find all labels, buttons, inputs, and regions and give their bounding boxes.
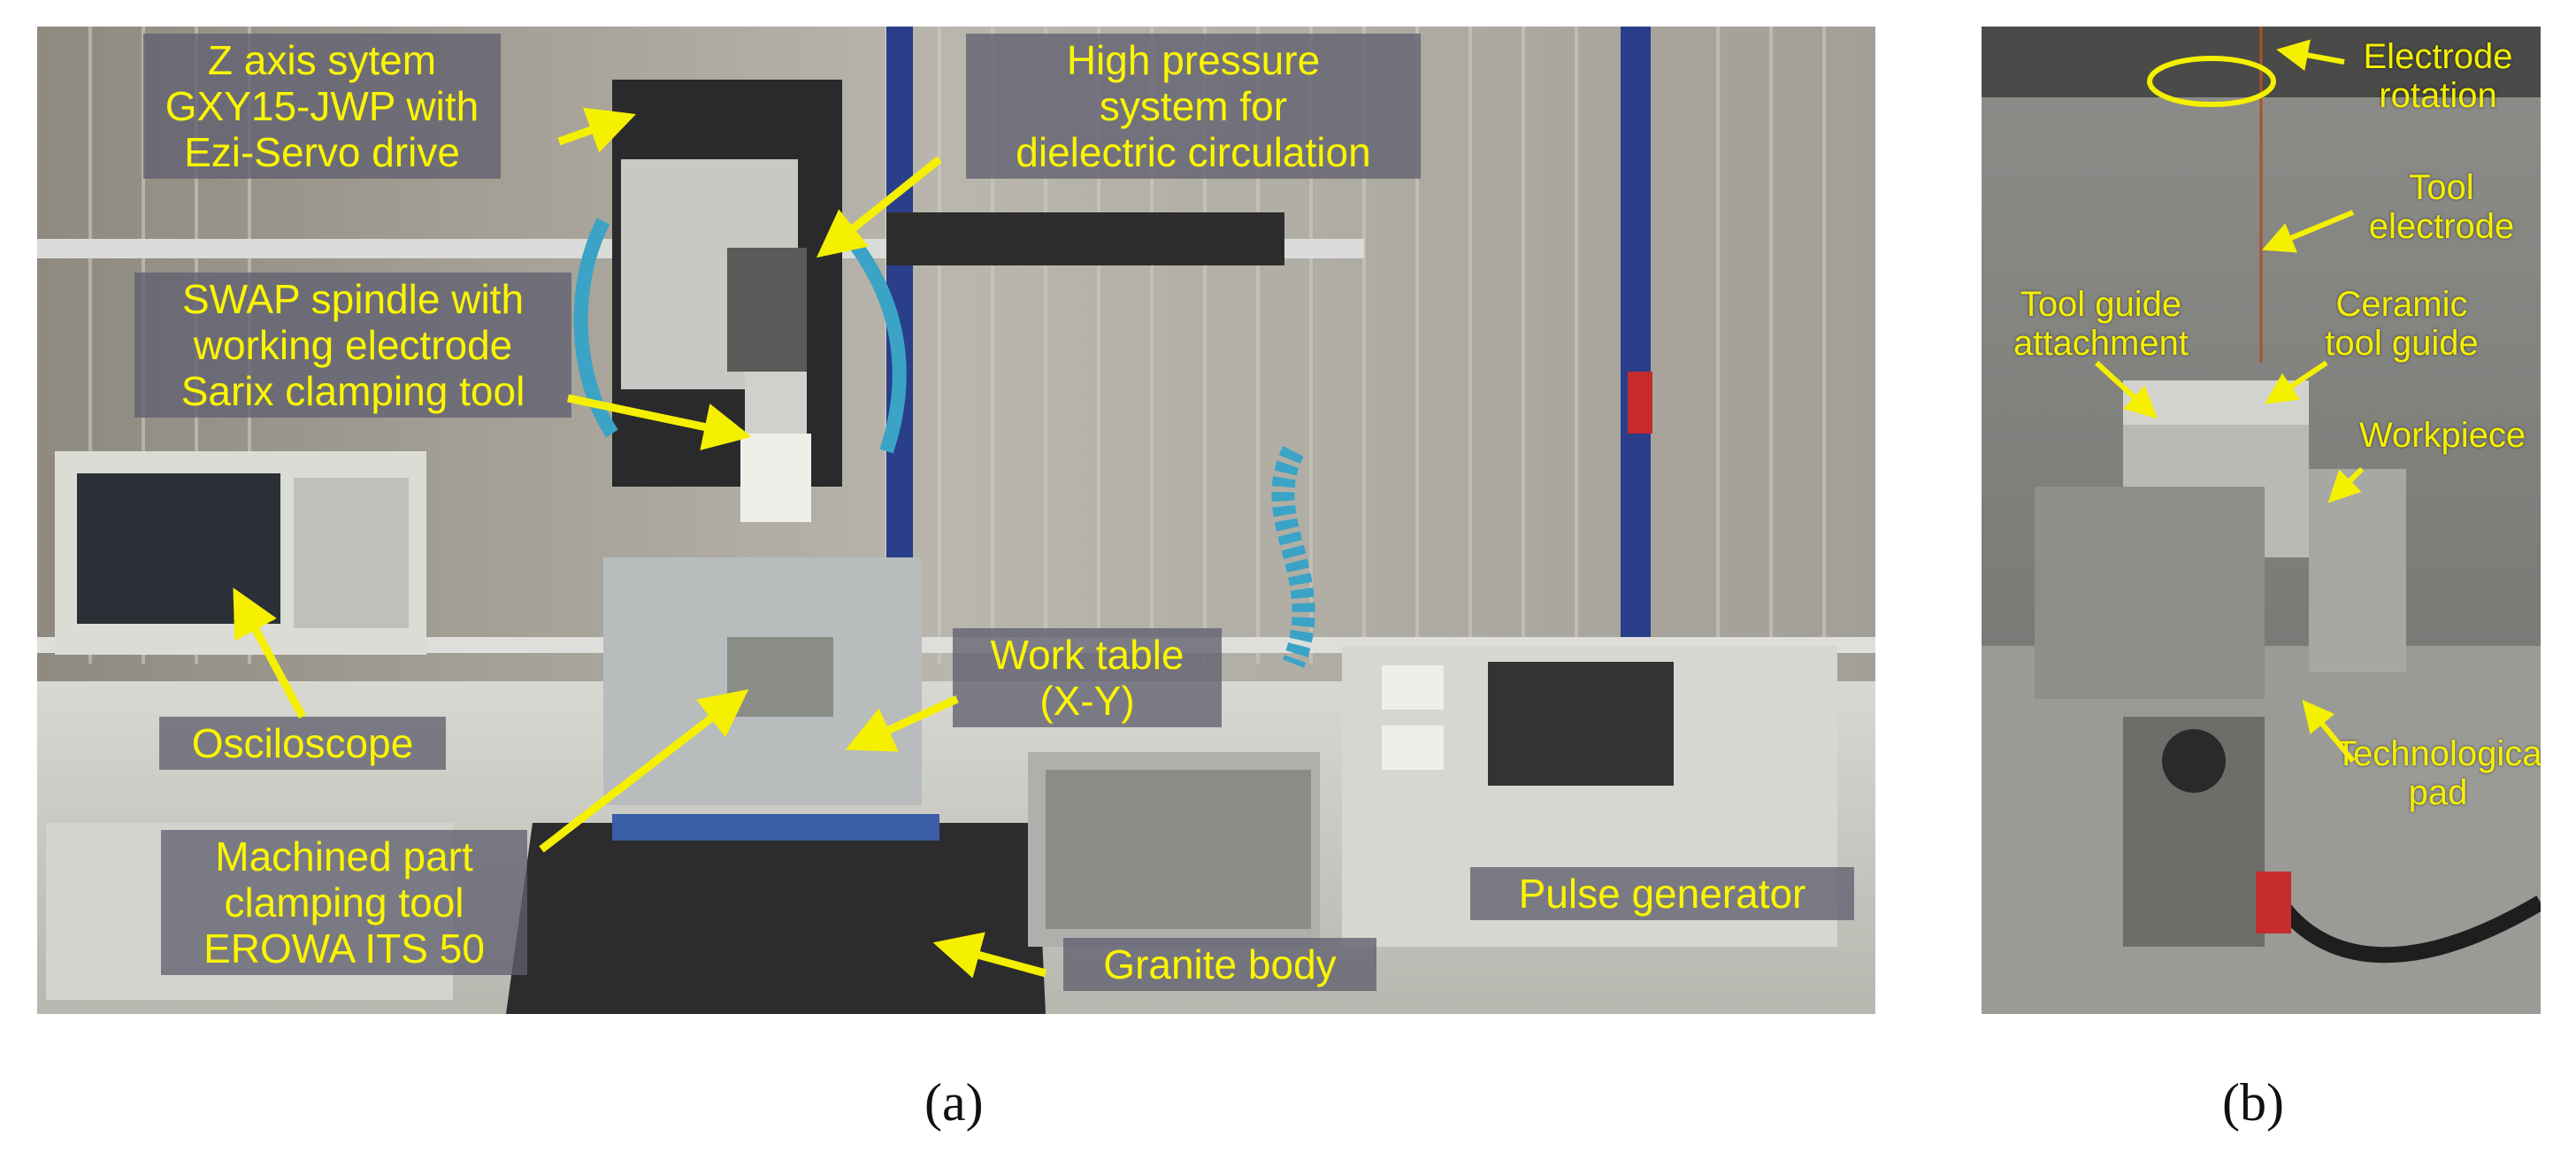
- panel-a-photo: Z axis sytem GXY15-JWP with Ezi-Servo dr…: [37, 27, 1875, 1014]
- label-z-axis: Z axis sytem GXY15-JWP with Ezi-Servo dr…: [143, 34, 501, 179]
- caption-a: (a): [924, 1073, 984, 1132]
- caption-b: (b): [2222, 1073, 2284, 1132]
- label-granite-body: Granite body: [1063, 938, 1376, 991]
- label-workpiece: Workpiece: [2358, 416, 2526, 455]
- label-tool-guide-attachment: Tool guide attachment: [2013, 285, 2189, 363]
- label-ceramic-tool-guide: Ceramic tool guide: [2325, 285, 2479, 363]
- label-work-table: Work table (X-Y): [953, 628, 1222, 727]
- panel-b-photo: Electrode rotation Tool electrode Tool g…: [1982, 27, 2541, 1014]
- label-pulse-generator: Pulse generator: [1470, 867, 1854, 920]
- label-electrode-rotation: Electrode rotation: [2363, 37, 2513, 115]
- label-oscilloscope: Osciloscope: [159, 717, 446, 770]
- label-tool-electrode: Tool electrode: [2368, 168, 2515, 246]
- label-clamping-tool: Machined part clamping tool EROWA ITS 50: [161, 830, 527, 975]
- label-high-pressure: High pressure system for dielectric circ…: [966, 34, 1421, 179]
- label-spindle: SWAP spindle with working electrode Sari…: [134, 273, 571, 418]
- label-technological-pad: Technological pad: [2335, 734, 2541, 812]
- tool-guide-photo: [1982, 27, 2541, 1014]
